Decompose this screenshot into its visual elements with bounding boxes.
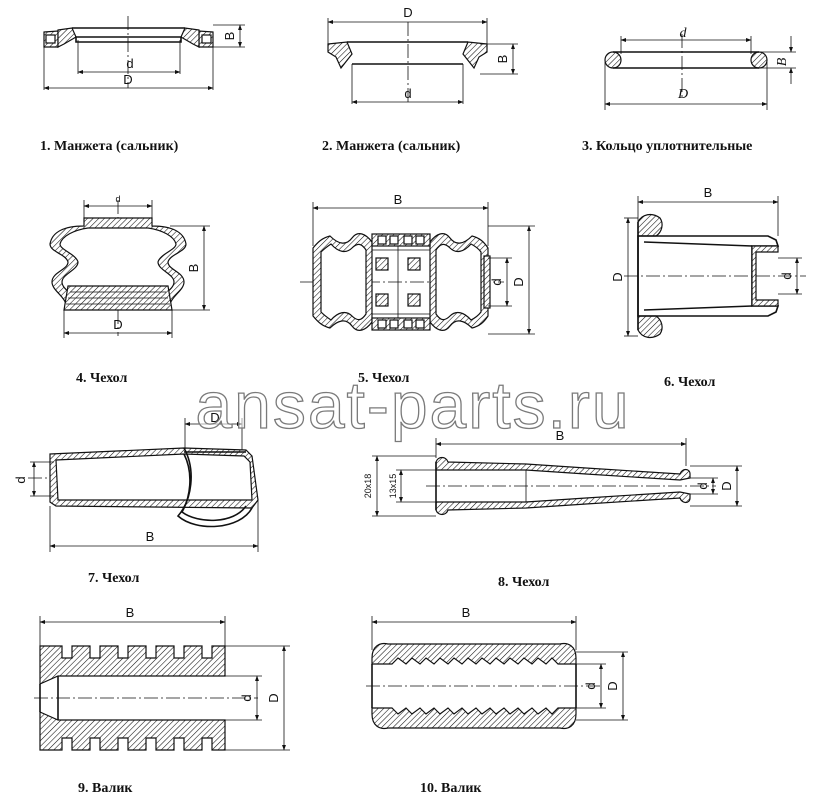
fig9-label-d: d [239,694,254,701]
fig9-label-D: D [266,693,281,702]
fig7-label-B: B [146,529,155,544]
fig1-label-d: d [126,56,133,71]
figure-8-tapered-boot: B 20x18 13x15 d D 8. Чехол [363,428,742,590]
fig8-label-inner-size: 13x15 [388,474,398,499]
fig4-label-B: B [186,264,201,273]
fig10-label-D: D [605,681,620,690]
figure-7-caption: 7. Чехол [88,571,139,586]
figure-1-caption: 1. Манжета (сальник) [40,139,179,154]
fig3-label-B: B [775,57,790,66]
figure-2-oil-seal: D B d 2. Манжета (сальник) [322,5,518,154]
figure-5-caption: 5. Чехол [358,371,409,386]
fig6-label-B: B [704,185,713,200]
figure-2-caption: 2. Манжета (сальник) [322,139,461,154]
fig2-label-B: B [495,55,510,64]
fig3-label-d: d [680,26,688,41]
fig4-label-D: D [113,317,122,332]
figure-6-caption: 6. Чехол [664,375,715,390]
fig10-label-d: d [583,682,598,689]
fig7-label-d: d [13,476,28,483]
fig8-label-B: B [556,428,565,443]
fig8-label-D: D [719,481,734,490]
figure-1-oil-seal: B d D 1. Манжета (сальник) [40,16,245,154]
fig5-label-d: d [489,278,504,285]
figure-3-o-ring: d B D 3. Кольцо уплотнительные [582,26,796,154]
fig5-label-D: D [511,277,526,286]
figure-4-caption: 4. Чехол [76,371,127,386]
fig2-label-d: d [404,86,411,101]
fig8-label-outer-size: 20x18 [363,474,373,499]
figure-9-ribbed-roller: B d D 9. Валик [34,605,290,796]
figure-6-boot: B D d 6. Чехол [610,185,806,390]
fig1-label-b: B [222,32,237,41]
fig10-label-B: B [462,605,471,620]
fig6-label-d: d [779,272,794,279]
fig9-label-B: B [126,605,135,620]
fig1-label-D: D [123,72,132,87]
figure-7-boot: D d B 7. Чехол [13,410,259,586]
figure-10-ribbed-roller: B d D 10. Валик [366,605,628,796]
figure-4-bellows-boot: d B D 4. Чехол [49,194,210,386]
fig8-label-d: d [695,482,710,489]
figure-8-caption: 8. Чехол [498,575,549,590]
fig7-label-D: D [210,410,219,425]
watermark-text: ansat-parts.ru [195,368,630,442]
figure-10-caption: 10. Валик [420,781,482,796]
figure-5-double-bellows: B d D 5. Чехол [300,192,535,386]
figure-3-caption: 3. Кольцо уплотнительные [582,139,752,154]
fig4-label-d: d [115,194,120,204]
figure-9-caption: 9. Валик [78,781,133,796]
fig6-label-D: D [610,272,625,281]
fig2-label-D: D [403,5,412,20]
fig3-label-D: D [677,87,688,102]
fig5-label-B: B [394,192,403,207]
